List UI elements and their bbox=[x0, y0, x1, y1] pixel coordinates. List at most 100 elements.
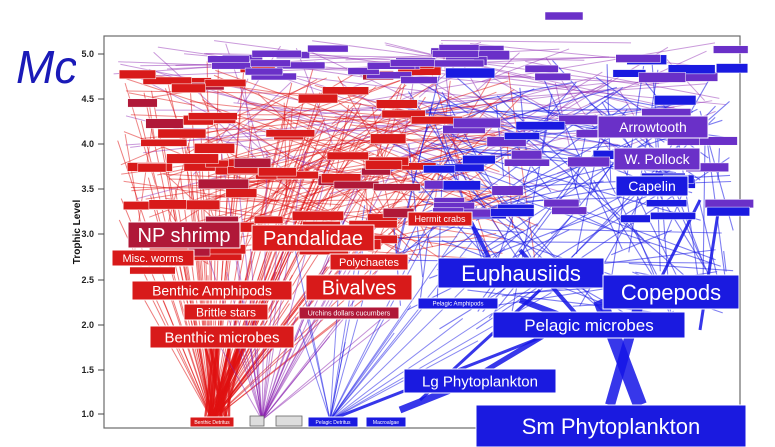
trophic-link bbox=[329, 300, 430, 421]
species-node-box bbox=[298, 306, 400, 320]
minor-species-node bbox=[704, 199, 754, 209]
trophic-link bbox=[542, 90, 583, 124]
species-node-euphausiids: Euphausiids bbox=[437, 257, 605, 289]
trophic-link bbox=[496, 95, 645, 240]
trophic-link bbox=[611, 229, 672, 256]
species-node-box bbox=[111, 249, 195, 267]
minor-species-node bbox=[370, 133, 407, 144]
trophic-link bbox=[491, 75, 659, 84]
minor-species-node bbox=[291, 210, 344, 221]
species-node-arrowtooth: Arrowtooth bbox=[597, 115, 709, 139]
species-node-label: Polychaetes bbox=[339, 257, 399, 269]
minor-species-node bbox=[204, 79, 247, 88]
minor-species-node bbox=[297, 93, 339, 104]
minor-species-node bbox=[140, 139, 188, 147]
minor-species-node bbox=[534, 72, 571, 81]
minor-species-node bbox=[490, 208, 535, 217]
trophic-link bbox=[475, 52, 520, 92]
minor-species-node bbox=[326, 151, 369, 161]
trophic-link bbox=[443, 128, 558, 208]
minor-species-node bbox=[118, 69, 157, 80]
y-tick-label: 3.0 bbox=[81, 229, 94, 239]
trophic-link bbox=[441, 228, 480, 259]
trophic-link bbox=[425, 96, 442, 133]
trophic-link bbox=[261, 222, 280, 421]
trophic-link bbox=[227, 334, 231, 421]
minor-species-node bbox=[197, 178, 249, 190]
detritus-pool-node bbox=[275, 415, 303, 427]
minor-species-node bbox=[551, 206, 588, 215]
trophic-link bbox=[482, 223, 538, 255]
minor-species-node bbox=[366, 71, 412, 79]
minor-species-node bbox=[713, 45, 749, 54]
minor-species-node bbox=[166, 153, 219, 164]
y-tick-label: 2.5 bbox=[81, 275, 94, 285]
trophic-link bbox=[702, 134, 706, 287]
minor-species-node bbox=[442, 180, 481, 191]
trophic-link bbox=[211, 308, 354, 421]
minor-species-node bbox=[543, 199, 580, 208]
minor-species-node bbox=[504, 158, 550, 167]
species-node-box bbox=[475, 404, 747, 447]
minor-species-node bbox=[567, 156, 610, 168]
minor-species-node bbox=[253, 215, 284, 224]
species-node-label: Macroalgae bbox=[373, 420, 399, 426]
trophic-link bbox=[419, 234, 430, 302]
trophic-link bbox=[261, 220, 287, 421]
minor-species-node bbox=[250, 59, 291, 68]
trophic-link bbox=[523, 71, 603, 120]
species-node-box bbox=[615, 175, 689, 197]
species-node-copepods: Copepods bbox=[602, 274, 740, 310]
species-node-label: Benthic Detritus bbox=[194, 420, 230, 426]
trophic-link bbox=[300, 168, 478, 218]
trophic-link bbox=[140, 293, 213, 421]
trophic-link bbox=[466, 167, 716, 261]
minor-species-node bbox=[667, 64, 716, 75]
species-node-box bbox=[307, 416, 359, 428]
minor-species-node bbox=[233, 158, 272, 168]
trophic-link bbox=[329, 205, 478, 421]
y-tick-label: 4.5 bbox=[81, 94, 94, 104]
trophic-link bbox=[196, 84, 236, 173]
minor-species-nodes bbox=[118, 11, 754, 427]
slide-title-fragment: Mc bbox=[16, 41, 76, 93]
minor-species-node bbox=[462, 155, 496, 165]
minor-species-node bbox=[307, 44, 349, 53]
trophic-link bbox=[261, 317, 383, 421]
y-tick-label: 3.5 bbox=[81, 184, 94, 194]
species-node-sm-phytoplankton: Sm Phytoplankton bbox=[475, 404, 747, 447]
minor-species-node bbox=[322, 86, 369, 96]
species-node-benthic-microbes: Benthic microbes bbox=[149, 325, 295, 349]
trophic-link bbox=[261, 158, 331, 421]
minor-species-node bbox=[400, 76, 438, 84]
species-node-box bbox=[127, 221, 241, 249]
trophic-link bbox=[128, 92, 196, 106]
minor-species-node bbox=[381, 109, 426, 119]
species-node-label: Pelagic Amphipods bbox=[432, 302, 483, 308]
species-node-label: Misc. worms bbox=[122, 253, 184, 265]
trophic-link bbox=[261, 242, 345, 421]
minor-species-node bbox=[504, 132, 540, 140]
detritus-pool-node bbox=[249, 415, 265, 427]
species-node-box bbox=[417, 297, 499, 310]
minor-species-node bbox=[515, 121, 566, 131]
species-node-pandalidae: Pandalidae bbox=[251, 224, 375, 252]
species-node-label: Arrowtooth bbox=[619, 119, 687, 135]
species-node-box bbox=[597, 115, 709, 139]
species-node-label: Capelin bbox=[628, 178, 675, 194]
minor-species-node bbox=[620, 214, 651, 223]
trophic-link bbox=[345, 89, 515, 200]
trophic-link bbox=[283, 102, 288, 213]
species-node-box bbox=[365, 416, 407, 428]
trophic-link bbox=[427, 240, 651, 244]
minor-species-node bbox=[445, 67, 496, 79]
species-node-label: W. Pollock bbox=[624, 151, 690, 167]
species-node-brittle-stars: Brittle stars bbox=[183, 303, 269, 321]
species-node-box bbox=[251, 224, 375, 252]
trophic-link bbox=[255, 70, 604, 113]
minor-species-node bbox=[142, 76, 192, 85]
species-node-label: Lg Phytoplankton bbox=[422, 373, 538, 390]
trophic-link bbox=[125, 90, 345, 95]
